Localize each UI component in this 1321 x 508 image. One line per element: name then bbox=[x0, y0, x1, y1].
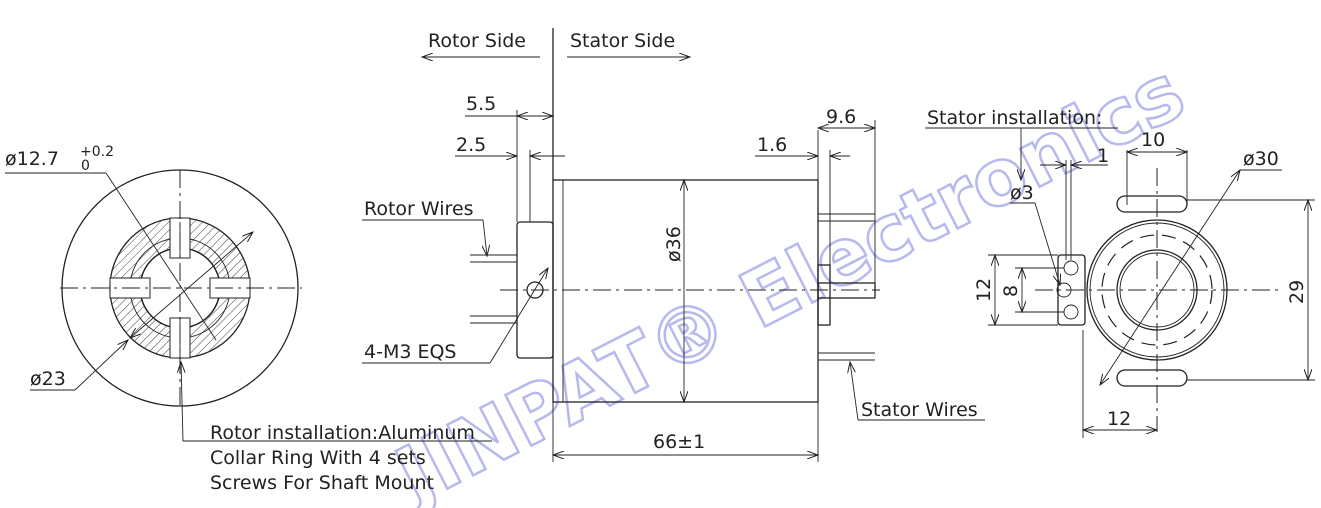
dim-9-6: 9.6 bbox=[826, 106, 856, 128]
rotor-note-line-1: Rotor installation:Aluminum bbox=[210, 422, 475, 444]
dim-10: 10 bbox=[1141, 129, 1165, 151]
body-length-label: 66±1 bbox=[653, 431, 705, 453]
stator-installation-title: Stator installation: bbox=[927, 107, 1102, 129]
dim-5-5: 5.5 bbox=[466, 93, 496, 115]
dim-12-horizontal: 12 bbox=[1107, 408, 1131, 430]
stator-end-view bbox=[925, 127, 1315, 438]
dim-2-5: 2.5 bbox=[456, 134, 486, 156]
dim-1-6: 1.6 bbox=[757, 134, 787, 156]
body-diameter-label: ø36 bbox=[663, 226, 685, 262]
dim-8: 8 bbox=[1000, 285, 1022, 297]
rotor-end-view bbox=[5, 169, 492, 442]
rotor-note-line-2: Collar Ring With 4 sets bbox=[210, 447, 426, 469]
dim-29: 29 bbox=[1286, 280, 1308, 304]
rotor-wires-label: Rotor Wires bbox=[364, 198, 474, 220]
dim-12-vertical: 12 bbox=[973, 278, 995, 302]
rotor-note-line-3: Screws For Shaft Mount bbox=[210, 472, 434, 494]
screws-label: 4-M3 EQS bbox=[364, 341, 457, 363]
bore-tolerance-lower: 0 bbox=[81, 158, 90, 174]
rotor-side-label: Rotor Side bbox=[428, 30, 526, 52]
collar-diameter-label: ø23 bbox=[30, 368, 66, 390]
dim-d30: ø30 bbox=[1243, 148, 1279, 170]
dim-d3: ø3 bbox=[1010, 182, 1034, 204]
side-view bbox=[362, 28, 985, 462]
bore-tolerance-upper: +0.2 bbox=[80, 144, 114, 160]
bore-diameter-label: ø12.7 bbox=[5, 148, 59, 170]
stator-side-label: Stator Side bbox=[570, 30, 675, 52]
dim-1: 1 bbox=[1097, 145, 1109, 167]
stator-wires-label: Stator Wires bbox=[861, 399, 978, 421]
